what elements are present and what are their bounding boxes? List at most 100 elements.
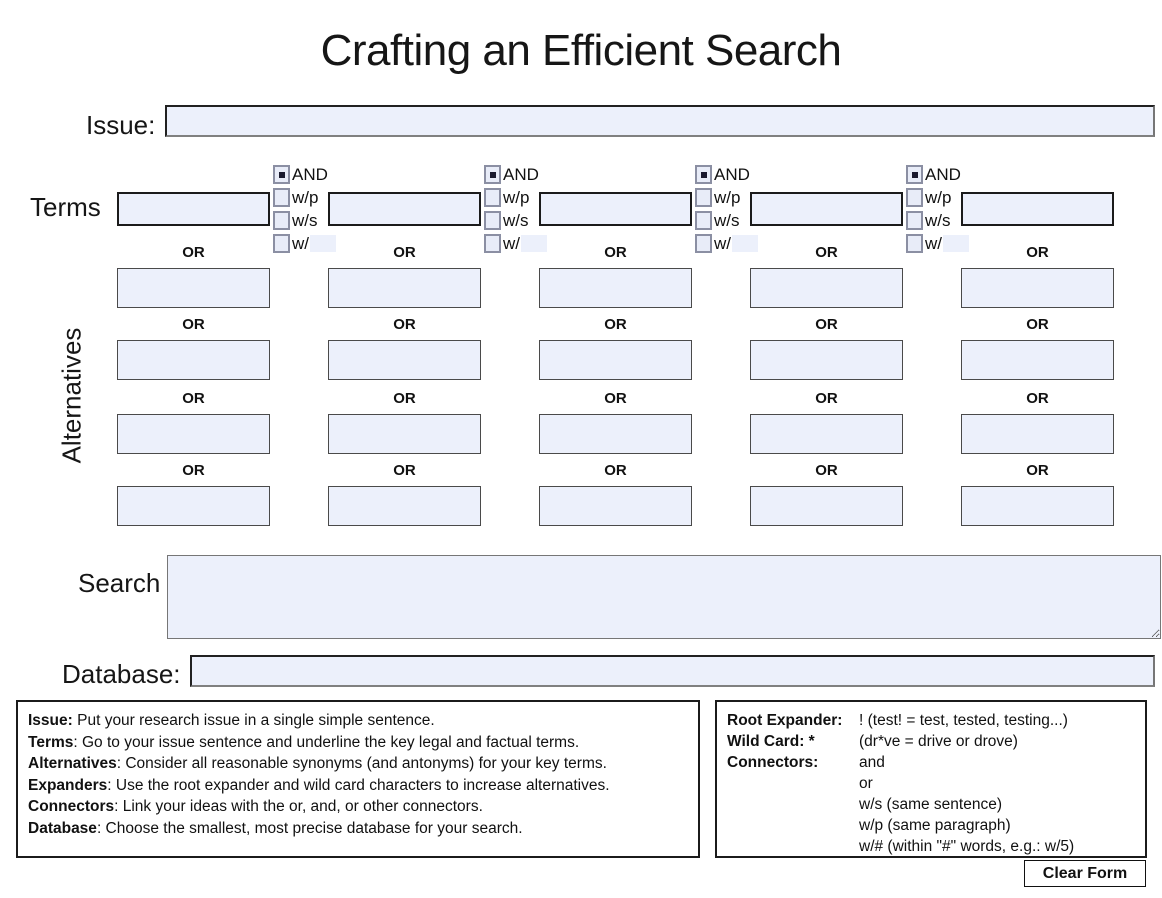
radio-wp-icon[interactable]	[695, 188, 712, 207]
connector-option-and[interactable]: AND	[273, 163, 331, 186]
or-label: OR	[393, 316, 416, 333]
alternative-input[interactable]	[961, 268, 1114, 308]
radio-ws-icon[interactable]	[695, 211, 712, 230]
alternative-input[interactable]	[961, 486, 1114, 526]
legend-root-expander: Root Expander: ! (test! = test, tested, …	[727, 710, 1145, 731]
alternative-input[interactable]	[750, 340, 903, 380]
or-label: OR	[182, 316, 205, 333]
radio-and-icon[interactable]	[273, 165, 290, 184]
alternative-input[interactable]	[750, 268, 903, 308]
connector-option-ws[interactable]: w/s	[484, 209, 542, 232]
instruction-line: Expanders: Use the root expander and wil…	[28, 775, 698, 797]
search-label: Search	[78, 568, 161, 598]
connector-option-and[interactable]: AND	[484, 163, 542, 186]
alternative-input[interactable]	[117, 486, 270, 526]
radio-wnum-icon[interactable]	[695, 234, 712, 253]
radio-wp-icon[interactable]	[273, 188, 290, 207]
connector-option-wp[interactable]: w/p	[906, 186, 964, 209]
connector-option-ws[interactable]: w/s	[906, 209, 964, 232]
connector-option-ws[interactable]: w/s	[273, 209, 331, 232]
radio-wp-icon[interactable]	[484, 188, 501, 207]
alternative-input[interactable]	[328, 340, 481, 380]
radio-ws-icon[interactable]	[906, 211, 923, 230]
proximity-number-input[interactable]	[310, 235, 336, 252]
connector-option-wnum[interactable]: w/	[484, 232, 547, 255]
instruction-text: Put your research issue in a single simp…	[72, 712, 435, 729]
alternative-input[interactable]	[539, 486, 692, 526]
alternative-input[interactable]	[328, 414, 481, 454]
or-label: OR	[1026, 462, 1049, 479]
alternative-input[interactable]	[117, 414, 270, 454]
alternative-input[interactable]	[539, 340, 692, 380]
radio-ws-icon[interactable]	[273, 211, 290, 230]
connector-option-wp[interactable]: w/p	[484, 186, 542, 209]
legend-value: and	[859, 754, 885, 771]
or-label: OR	[1026, 244, 1049, 261]
connector-option-and[interactable]: AND	[695, 163, 753, 186]
instruction-key: Issue:	[28, 712, 73, 729]
or-label: OR	[1026, 390, 1049, 407]
connector-group-4: AND w/p w/s w/	[906, 163, 969, 255]
legend-connectors: Connectors: and	[727, 752, 1145, 773]
database-input[interactable]	[190, 655, 1155, 687]
legend-key: Connectors:	[727, 754, 819, 771]
alternative-input[interactable]	[117, 340, 270, 380]
radio-and-icon[interactable]	[484, 165, 501, 184]
connector-label-wnum: w/	[503, 234, 520, 253]
term-input-2[interactable]	[328, 192, 481, 226]
search-textarea[interactable]	[167, 555, 1161, 639]
connector-option-wp[interactable]: w/p	[695, 186, 753, 209]
or-label: OR	[1026, 316, 1049, 333]
instruction-key: Connectors	[28, 798, 115, 815]
legend-value: (dr*ve = drive or drove)	[859, 733, 1018, 750]
connector-label-ws: w/s	[292, 211, 318, 230]
page-title: Crafting an Efficient Search	[320, 26, 842, 75]
connector-label-and: AND	[925, 165, 961, 184]
proximity-number-input[interactable]	[521, 235, 547, 252]
clear-form-button[interactable]: Clear Form	[1024, 860, 1146, 887]
radio-wnum-icon[interactable]	[484, 234, 501, 253]
term-input-3[interactable]	[539, 192, 692, 226]
connector-option-wnum[interactable]: w/	[695, 232, 758, 255]
radio-wp-icon[interactable]	[906, 188, 923, 207]
alternative-input[interactable]	[328, 486, 481, 526]
connector-option-wp[interactable]: w/p	[273, 186, 331, 209]
issue-input[interactable]	[165, 105, 1155, 137]
connector-label-wp: w/p	[714, 188, 741, 207]
proximity-number-input[interactable]	[943, 235, 969, 252]
alternative-input[interactable]	[961, 414, 1114, 454]
alternative-input[interactable]	[750, 414, 903, 454]
instruction-text: : Link your ideas with the or, and, or o…	[114, 798, 483, 815]
instruction-text: : Use the root expander and wild card ch…	[107, 776, 610, 794]
term-input-4[interactable]	[750, 192, 903, 226]
connector-option-wnum[interactable]: w/	[906, 232, 969, 255]
alternative-input[interactable]	[539, 268, 692, 308]
proximity-number-input[interactable]	[732, 235, 758, 252]
term-input-1[interactable]	[117, 192, 270, 226]
connector-option-ws[interactable]: w/s	[695, 209, 753, 232]
radio-and-icon[interactable]	[695, 165, 712, 184]
instructions-panel: Issue: Put your research issue in a sing…	[16, 700, 700, 858]
radio-and-icon[interactable]	[906, 165, 923, 184]
radio-wnum-icon[interactable]	[273, 234, 290, 253]
connector-label-wnum: w/	[292, 234, 309, 253]
legend-connector-item: w/s (same sentence)	[859, 796, 1002, 813]
radio-wnum-icon[interactable]	[906, 234, 923, 253]
connector-label-and: AND	[292, 165, 328, 184]
connector-option-wnum[interactable]: w/	[273, 232, 336, 255]
alternative-input[interactable]	[750, 486, 903, 526]
database-label: Database:	[62, 659, 181, 689]
term-input-5[interactable]	[961, 192, 1114, 226]
connector-option-and[interactable]: AND	[906, 163, 964, 186]
instruction-line: Connectors: Link your ideas with the or,…	[28, 796, 698, 818]
or-label: OR	[815, 462, 838, 479]
radio-ws-icon[interactable]	[484, 211, 501, 230]
alternative-input[interactable]	[961, 340, 1114, 380]
alternative-input[interactable]	[117, 268, 270, 308]
alternative-input[interactable]	[328, 268, 481, 308]
alternative-input[interactable]	[539, 414, 692, 454]
connector-label-wnum: w/	[925, 234, 942, 253]
or-label: OR	[182, 390, 205, 407]
legend-connector-item: w/p (same paragraph)	[859, 817, 1011, 834]
connector-label-ws: w/s	[714, 211, 740, 230]
